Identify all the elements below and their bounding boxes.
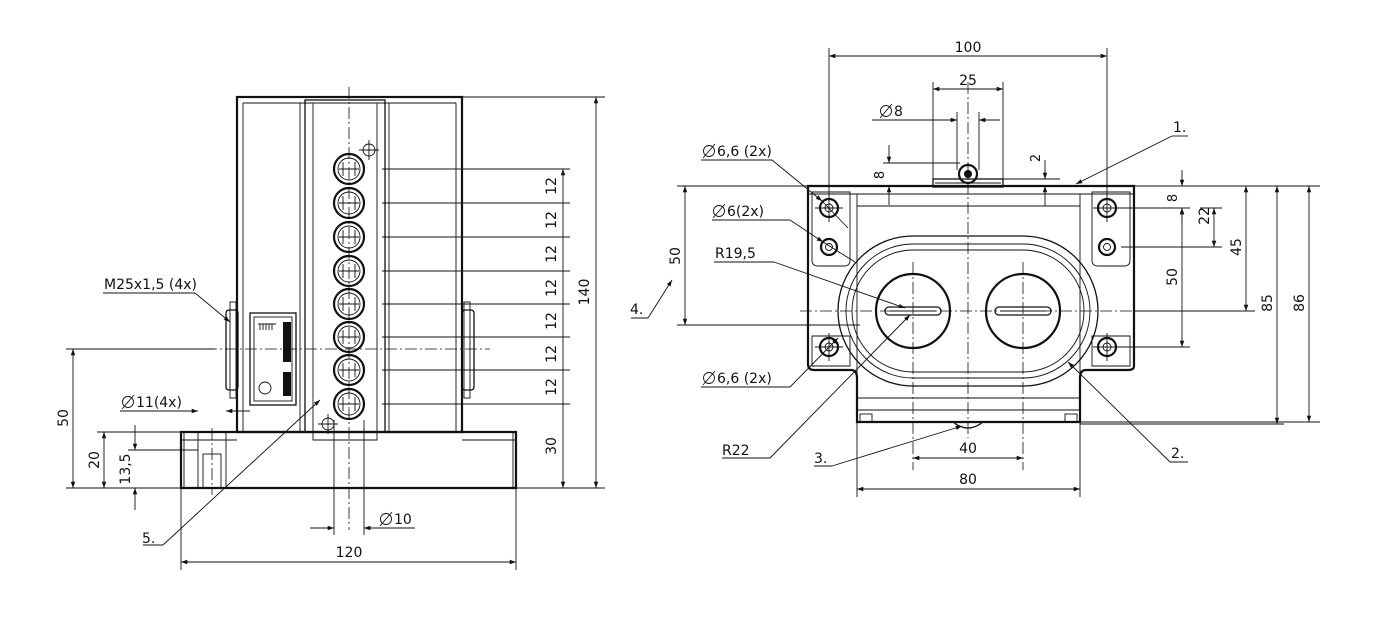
dim-100: 100: [955, 40, 982, 56]
left-conduit-entry: [225, 301, 239, 399]
dim-85: 85: [1260, 294, 1276, 312]
dim-8-right: 8: [1166, 194, 1181, 202]
phi6-6-bot-label: 6,6 (2x): [702, 370, 772, 387]
right-front-view: 100 25 8 8: [630, 40, 1320, 497]
dim-50: 50: [56, 409, 72, 427]
actuator: [332, 186, 366, 220]
pitch-dimensions: 12 12 12 12 12 12 12 30 140: [544, 177, 593, 455]
actuator: [332, 220, 366, 254]
phi6-6-top-label: 6,6 (2x): [702, 143, 772, 160]
phi8-label: 8: [879, 103, 903, 120]
r22-label: R22: [722, 443, 750, 459]
pin-hole: [819, 237, 839, 257]
dim-86: 86: [1292, 294, 1308, 312]
phi11-label: 11(4x): [121, 394, 182, 411]
pitch-label: 12: [544, 345, 560, 363]
pitch-label: 12: [544, 177, 560, 195]
dim-80: 80: [959, 472, 977, 488]
left-side-view: 12 12 12 12 12 12 12 30 140 50 20 13,5: [56, 87, 605, 570]
nameplate: [249, 312, 297, 406]
phi8-text: 8: [894, 104, 903, 120]
dim-40: 40: [959, 441, 977, 457]
callout-4: 4.: [630, 302, 643, 318]
dim-2: 2: [1029, 154, 1044, 162]
phi6-6-bot-text: 6,6 (2x): [717, 371, 772, 387]
callout-5: 5.: [142, 531, 155, 547]
phi11-text: 11(4x): [136, 395, 182, 411]
phi6-label: 6(2x): [712, 203, 764, 220]
dim-30: 30: [544, 437, 560, 455]
actuator: [332, 387, 366, 421]
dim-45: 45: [1229, 238, 1245, 256]
phi10-label: 10: [379, 511, 412, 528]
callout-2: 2.: [1171, 446, 1184, 462]
r19-5-label: R19,5: [715, 246, 756, 262]
actuator: [332, 353, 366, 387]
actuator-column: [332, 152, 366, 421]
dim-13-5: 13,5: [118, 453, 134, 484]
right-conduit-entry: [461, 301, 475, 399]
mount-hole: [1093, 333, 1121, 361]
target-symbol: [359, 140, 379, 160]
callout-1: 1.: [1173, 120, 1186, 136]
dim-50-right: 50: [1165, 268, 1181, 286]
dim-140: 140: [577, 279, 593, 306]
pitch-label: 12: [544, 211, 560, 229]
thread-label: M25x1,5 (4x): [104, 277, 197, 293]
dim-22: 22: [1197, 207, 1213, 225]
dim-20: 20: [87, 451, 103, 469]
phi6-text: 6(2x): [727, 204, 764, 220]
actuator: [332, 320, 366, 354]
phi10-text: 10: [394, 512, 412, 528]
dim-25: 25: [959, 73, 977, 89]
pitch-label: 12: [544, 312, 560, 330]
actuator: [332, 254, 366, 288]
actuator: [332, 287, 366, 321]
left-housing: [179, 95, 518, 495]
dim-8-top: 8: [873, 171, 888, 179]
pitch-label: 12: [544, 245, 560, 263]
pin-hole: [1097, 237, 1117, 257]
pitch-label: 12: [544, 279, 560, 297]
phi6-6-top-text: 6,6 (2x): [717, 144, 772, 160]
callout-3: 3.: [814, 451, 827, 467]
actuator: [332, 152, 366, 186]
dim-120: 120: [336, 545, 363, 561]
dim-50-left: 50: [668, 247, 684, 265]
pitch-label: 12: [544, 378, 560, 396]
